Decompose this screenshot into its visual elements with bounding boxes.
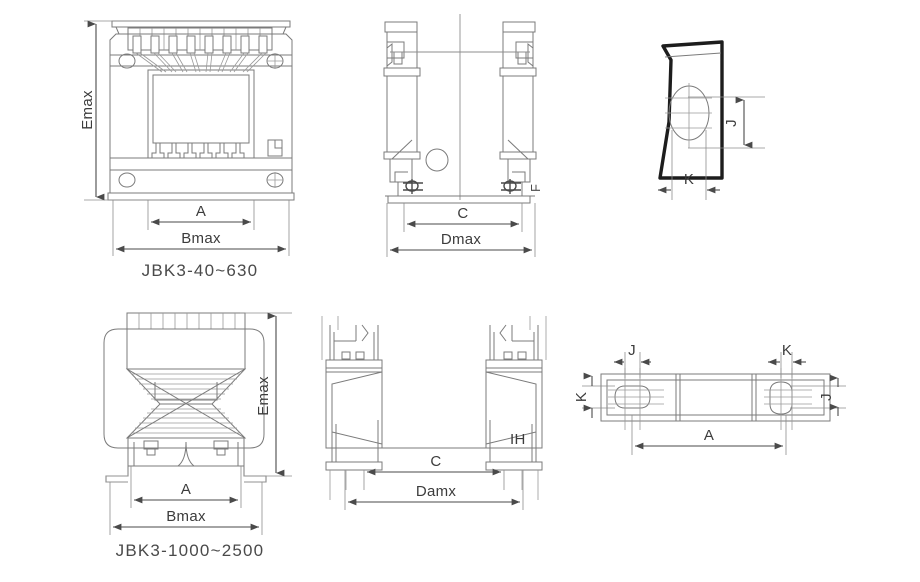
foot-slot-hatch xyxy=(665,83,712,148)
top-cap-plate xyxy=(111,20,291,35)
dimension-label-ih: IH xyxy=(510,431,526,448)
view-bottom-side: IH C Damx xyxy=(321,316,547,510)
outer-shell xyxy=(103,328,265,449)
dimension-label-k-plate-right: K xyxy=(782,342,792,359)
dimension-label-a-top: A xyxy=(196,203,206,220)
plate-slot-left xyxy=(608,368,664,430)
plate-outer xyxy=(600,373,831,422)
dimension-dmax-top: Dmax xyxy=(386,203,536,257)
dimension-label-bmax-top: Bmax xyxy=(181,230,221,247)
core-bore-circle xyxy=(425,148,449,172)
dimension-k-plate-left: K xyxy=(573,372,615,418)
dimension-label-c-bottom: C xyxy=(430,453,441,470)
winding-cross-section xyxy=(125,368,247,439)
side-left-column xyxy=(383,21,421,183)
plate-ribs xyxy=(675,374,757,421)
view-top-front: Emax A Bmax JBK3-40~630 xyxy=(79,20,295,280)
dimension-label-dmax: Dmax xyxy=(441,231,482,248)
dimension-k-plate-right: K xyxy=(767,342,806,378)
dimension-label-c-top: C xyxy=(457,205,468,222)
foot-bracket-outline xyxy=(658,40,724,180)
dimension-label-j-plate-right: J xyxy=(818,393,835,401)
dimension-label-f: F xyxy=(528,184,543,192)
bside-right-column xyxy=(485,316,547,500)
dimension-label-a-plate: A xyxy=(704,427,714,444)
dimension-label-emax-bottom: Emax xyxy=(255,376,272,416)
dimension-label-emax: Emax xyxy=(79,90,96,130)
plate-slot-right xyxy=(764,368,812,430)
dimension-label-k-top: K xyxy=(684,171,694,188)
dimension-a-bottom: A xyxy=(130,466,242,508)
side-terminal-detail xyxy=(267,139,283,157)
view-bottom-detail-plate: J K K xyxy=(573,342,846,455)
caption-bottom-row: JBK3-1000~2500 xyxy=(116,541,265,560)
lamination-comb xyxy=(126,312,246,330)
dimension-emax-top: Emax xyxy=(79,20,160,201)
coil-tap-fingers xyxy=(151,143,245,159)
dimension-bmax-bottom: Bmax xyxy=(109,482,263,535)
dimension-emax-bottom: Emax xyxy=(240,312,292,477)
dimension-j-top: J xyxy=(688,96,765,149)
mounting-feet xyxy=(385,179,535,204)
dimension-a-plate: A xyxy=(631,415,787,455)
dimension-c-top: C xyxy=(403,203,523,232)
dimension-j-plate-right: J xyxy=(790,374,846,416)
dimension-damx: Damx xyxy=(344,470,524,510)
dimension-k-top: K xyxy=(657,130,720,200)
dimension-j-plate-left: J xyxy=(613,342,651,378)
view-top-side: F C Dmax xyxy=(383,14,543,257)
mid-bracket xyxy=(154,382,218,401)
lead-wires xyxy=(135,52,267,73)
dimension-label-j-top: J xyxy=(723,119,740,127)
dimension-label-damx: Damx xyxy=(416,483,457,500)
base-assembly xyxy=(127,438,245,467)
plate-inner xyxy=(606,379,825,416)
side-centerlines xyxy=(390,14,530,200)
dimension-bmax-top: Bmax xyxy=(112,200,290,256)
terminal-block-row xyxy=(127,27,273,54)
dimension-label-k-plate-left: K xyxy=(573,392,590,402)
mounting-holes-upper xyxy=(118,53,284,69)
dimension-a-top: A xyxy=(147,200,255,230)
view-bottom-front: Emax A Bmax JBK3-1000~2500 xyxy=(103,312,292,560)
dimension-c-bottom: C xyxy=(363,453,505,490)
dimension-label-bmax-bottom: Bmax xyxy=(166,508,206,525)
dimension-label-j-plate-left: J xyxy=(628,342,636,359)
mounting-feet-bottom xyxy=(105,466,267,483)
dimension-label-a-bottom: A xyxy=(181,481,191,498)
mounting-holes-lower xyxy=(118,172,284,188)
side-right-column xyxy=(499,21,537,183)
caption-top-row: JBK3-40~630 xyxy=(142,261,259,280)
foot-inner-edge xyxy=(664,52,722,58)
view-top-detail-foot: J K xyxy=(657,40,765,200)
